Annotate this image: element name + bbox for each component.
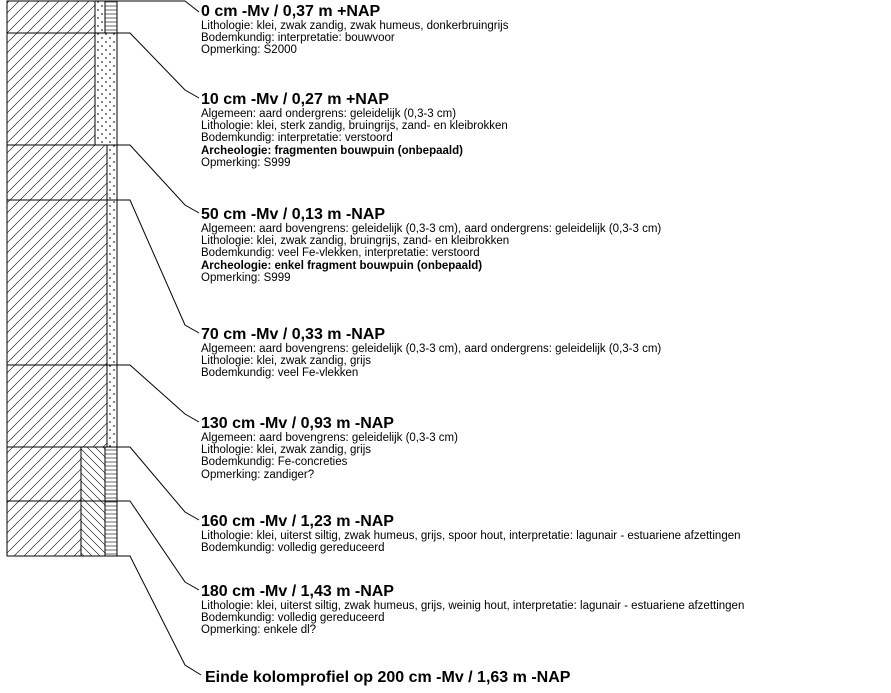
layer-detail-line: Algemeen: aard bovengrens: geleidelijk (… — [201, 223, 662, 235]
column-outlines — [6, 0, 118, 557]
layer-description-7: 180 cm -Mv / 1,43 m -NAP Lithologie: kle… — [201, 584, 744, 637]
layer-depth-title: 50 cm -Mv / 0,13 m -NAP — [201, 206, 386, 223]
soil-layer-1-sand — [95, 1, 105, 33]
layer-detail-line: Bodemkundig: Fe-concreties — [201, 456, 348, 469]
layer-detail-line: Bodemkundig: volledig gereduceerd — [201, 612, 385, 625]
layer-description-1: 0 cm -Mv / 0,37 m +NAP Lithologie: klei,… — [201, 4, 508, 57]
layer-detail-line: Opmerking: S999 — [201, 156, 291, 169]
soil-layer-6-silt — [81, 447, 105, 501]
soil-layer-7-clay — [7, 501, 81, 556]
leader-lines — [117, 0, 202, 676]
layer-depth-title: 180 cm -Mv / 1,43 m -NAP — [201, 583, 394, 600]
layer-depth-title: 130 cm -Mv / 0,93 m -NAP — [201, 415, 394, 432]
layer-detail-line: Opmerking: zandiger? — [201, 468, 315, 481]
soil-layer-7-humus — [105, 501, 117, 556]
profile-end-label: Einde kolomprofiel op 200 cm -Mv / 1,63 … — [205, 669, 571, 686]
soil-layer-4-clay — [7, 200, 107, 365]
layer-description-5: 130 cm -Mv / 0,93 m -NAP Algemeen: aard … — [201, 416, 458, 481]
soil-layer-2-clay — [7, 33, 95, 145]
layer-detail-line: Opmerking: enkele dl? — [201, 624, 317, 637]
layer-detail-line: Bodemkundig: volledig gereduceerd — [201, 542, 385, 555]
layer-detail-line: Lithologie: klei, zwak zandig, grijs — [201, 444, 372, 457]
layer-detail-line: Lithologie: klei, zwak zandig, grijs — [201, 355, 372, 368]
layer-depth-title: 10 cm -Mv / 0,27 m +NAP — [201, 91, 390, 108]
layer-detail-line: Algemeen: aard ondergrens: geleidelijk (… — [201, 108, 457, 120]
soil-layer-4-sand — [107, 200, 117, 365]
layer-description-2: 10 cm -Mv / 0,27 m +NAP Algemeen: aard o… — [201, 92, 508, 169]
soil-layer-1-clay — [7, 1, 95, 33]
layer-archeology-line: Archeologie: fragmenten bouwpuin (onbepa… — [201, 144, 463, 157]
soil-layer-1-humus — [105, 1, 117, 33]
soil-layer-6-clay — [7, 447, 81, 501]
layer-detail-line: Lithologie: klei, zwak zandig, bruingrij… — [201, 235, 510, 248]
soil-layer-3-sand — [107, 145, 117, 200]
soil-layer-3-clay — [7, 145, 107, 200]
soil-layer-2-sand — [95, 33, 117, 145]
layer-depth-title: 160 cm -Mv / 1,23 m -NAP — [201, 513, 394, 530]
layer-detail-line: Bodemkundig: interpretatie: verstoord — [201, 132, 393, 145]
layer-detail-line: Lithologie: klei, zwak zandig, zwak hume… — [201, 20, 509, 32]
layer-detail-line: Lithologie: klei, uiterst siltig, zwak h… — [201, 530, 741, 542]
soil-layer-5-clay — [7, 365, 107, 447]
layer-detail-line: Lithologie: klei, uiterst siltig, zwak h… — [201, 600, 745, 612]
layer-detail-line: Bodemkundig: veel Fe-vlekken, interpreta… — [201, 247, 480, 260]
layer-detail-line: Lithologie: klei, sterk zandig, bruingri… — [201, 120, 508, 133]
soil-layer-5-sand — [107, 365, 117, 447]
layer-description-4: 70 cm -Mv / 0,33 m -NAP Algemeen: aard b… — [201, 327, 661, 380]
layer-detail-line: Algemeen: aard bovengrens: geleidelijk (… — [201, 343, 662, 355]
layer-detail-line: Opmerking: S999 — [201, 271, 291, 284]
layer-detail-line: Bodemkundig: veel Fe-vlekken — [201, 367, 359, 380]
soil-layer-7-silt — [81, 501, 105, 556]
layer-description-6: 160 cm -Mv / 1,23 m -NAP Lithologie: kle… — [201, 513, 741, 555]
layer-archeology-line: Archeologie: enkel fragment bouwpuin (on… — [201, 259, 483, 272]
layer-detail-line: Opmerking: S2000 — [201, 44, 297, 57]
layer-depth-title: 0 cm -Mv / 0,37 m +NAP — [201, 3, 381, 20]
layer-detail-line: Algemeen: aard bovengrens: geleidelijk (… — [201, 432, 458, 444]
soil-layer-6-humus — [105, 447, 117, 501]
layer-description-3: 50 cm -Mv / 0,13 m -NAP Algemeen: aard b… — [201, 207, 661, 284]
layer-detail-line: Bodemkundig: interpretatie: bouwvoor — [201, 32, 395, 45]
layer-depth-title: 70 cm -Mv / 0,33 m -NAP — [201, 326, 386, 343]
